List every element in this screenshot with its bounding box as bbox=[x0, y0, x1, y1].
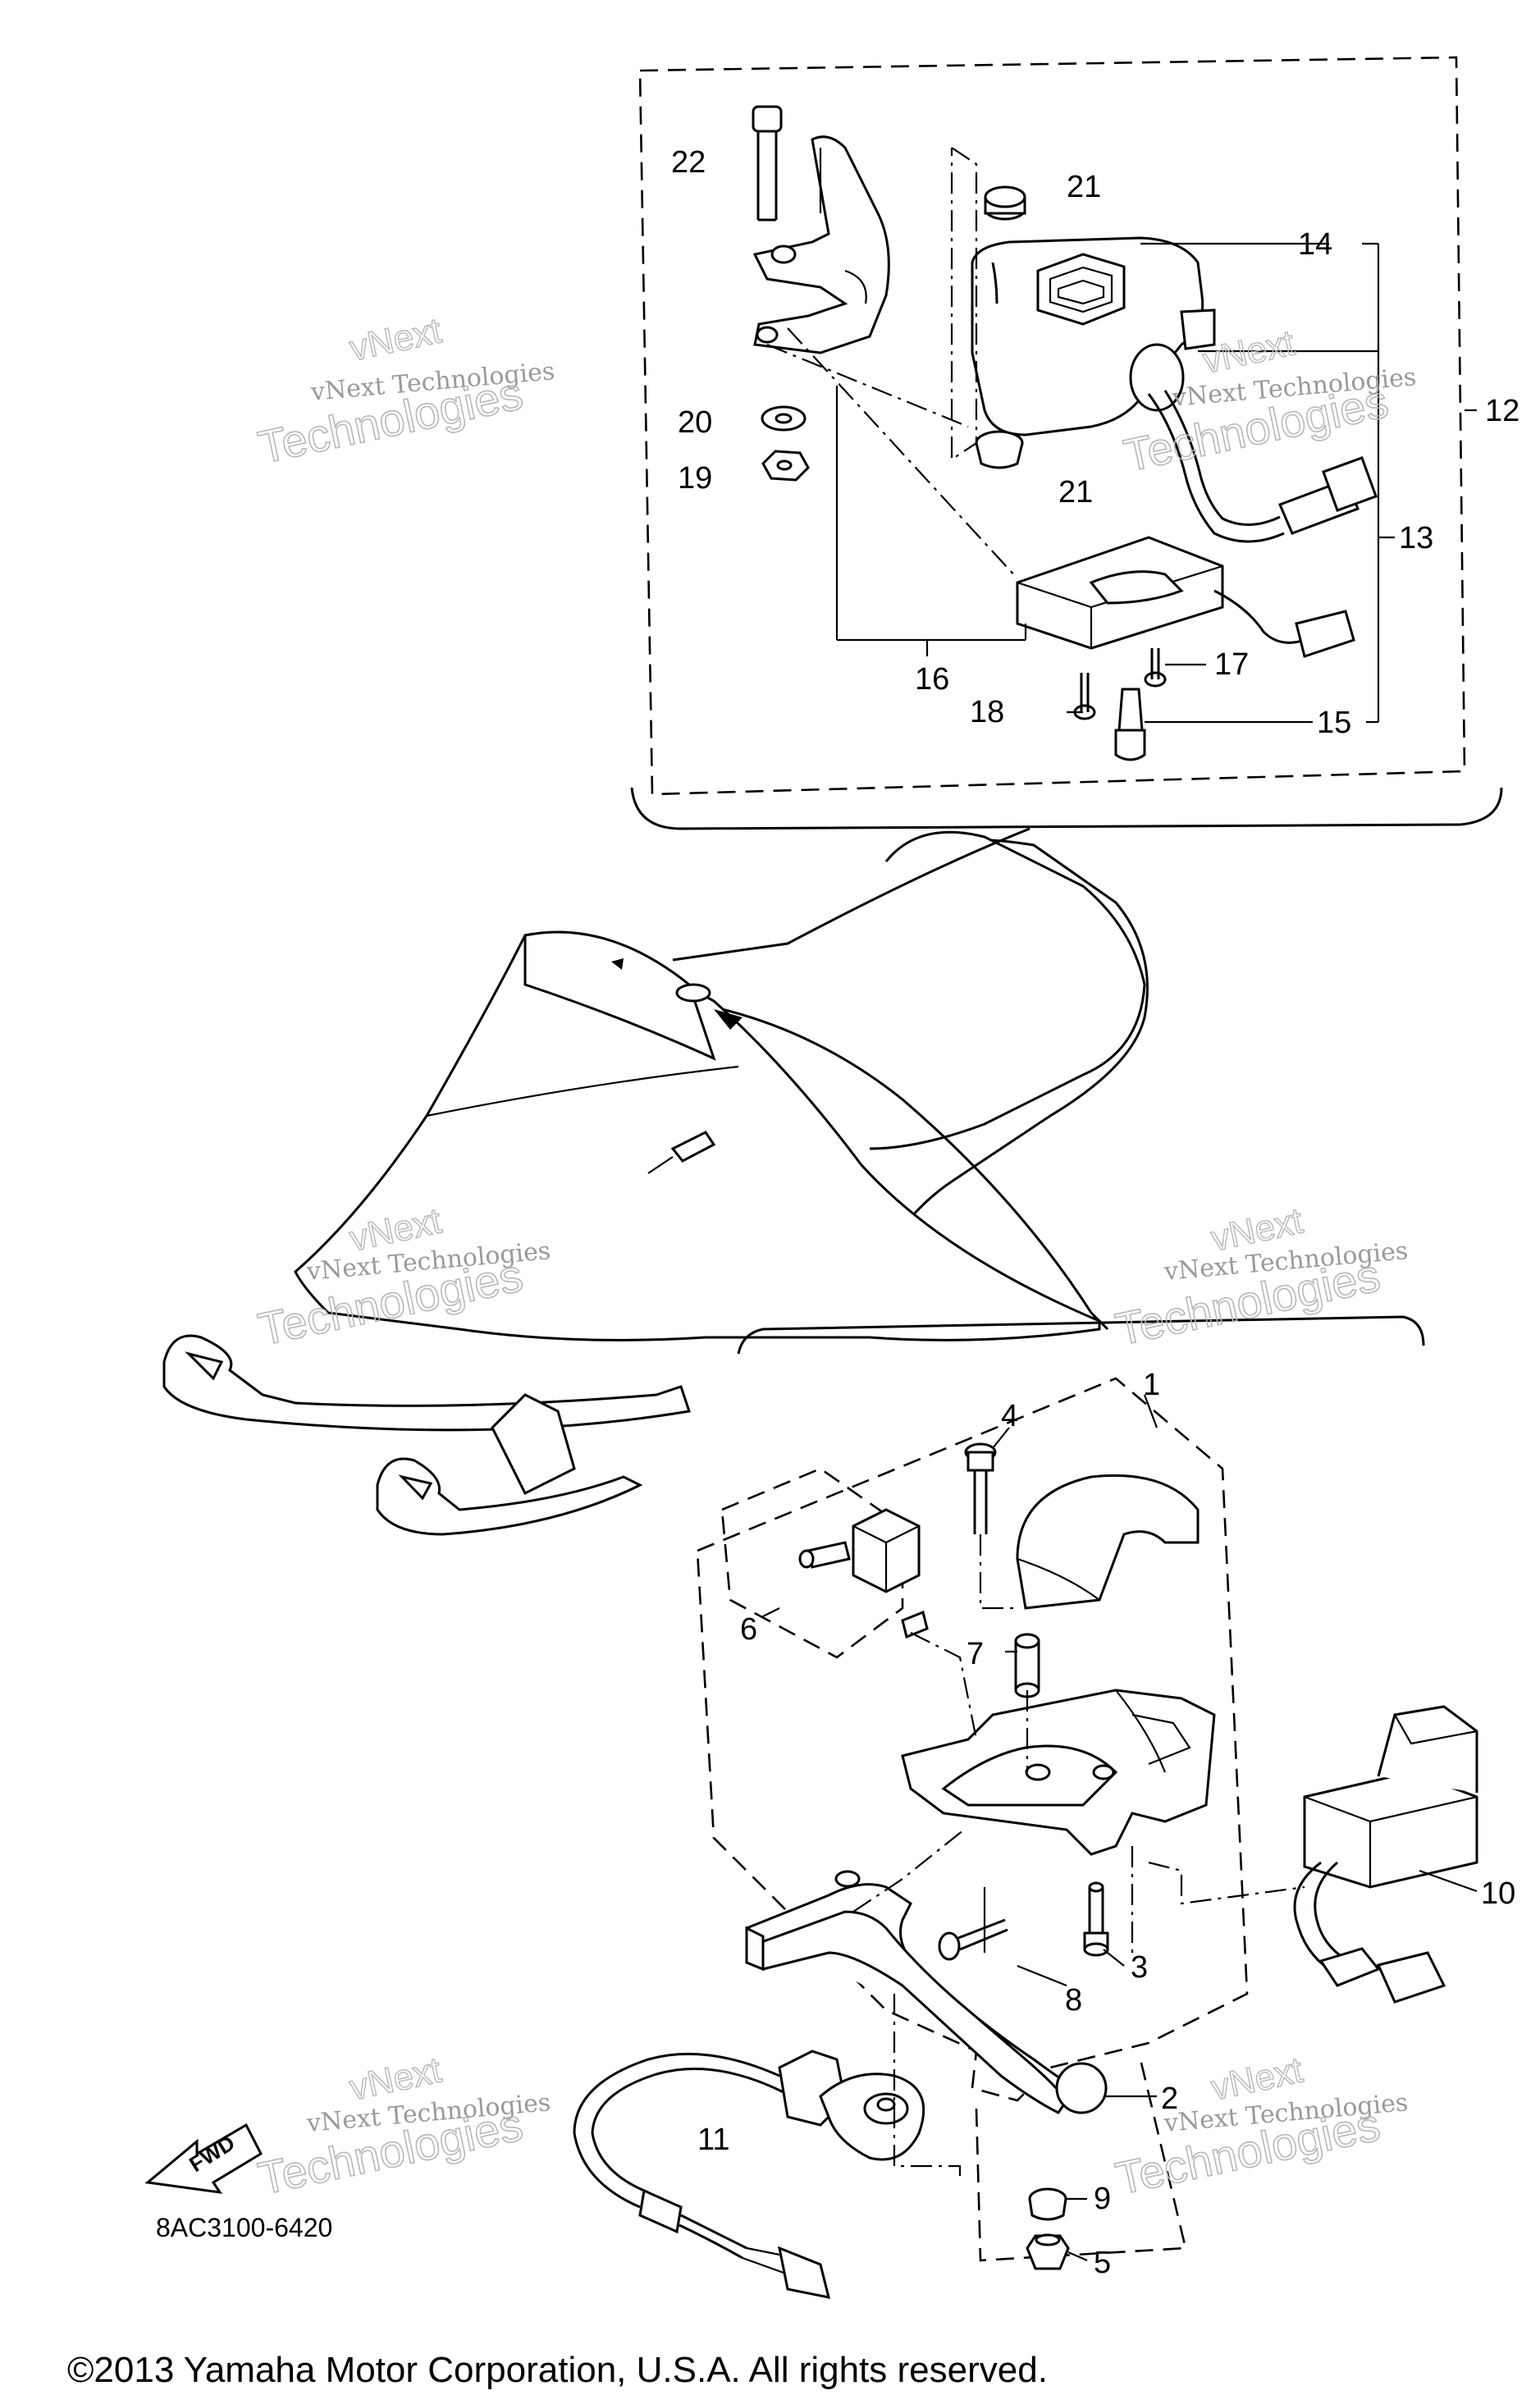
upper-assembly-leaders bbox=[766, 147, 1027, 656]
grommet-21-bottom bbox=[975, 430, 1024, 469]
grommet-21-top bbox=[984, 185, 1026, 221]
callout-13: 13 bbox=[1399, 521, 1433, 555]
washer-9 bbox=[1028, 2187, 1067, 2221]
copyright-notice: ©2013 Yamaha Motor Corporation, U.S.A. A… bbox=[67, 2350, 1048, 2390]
screw-4 bbox=[964, 1442, 997, 1534]
nut-19 bbox=[761, 450, 810, 482]
callout-8: 8 bbox=[1065, 1983, 1082, 2018]
watermark-bottom-left: vNext vNext Technologies Technologies bbox=[254, 2050, 552, 2205]
callout-18: 18 bbox=[970, 695, 1004, 729]
mounting-bracket bbox=[752, 135, 890, 354]
screw-15 bbox=[1114, 688, 1146, 761]
callout-6: 6 bbox=[740, 1612, 757, 1647]
callout-21-top: 21 bbox=[1067, 170, 1101, 204]
screw-17 bbox=[1144, 648, 1167, 688]
callout-labels: 22 21 14 12 20 19 21 13 16 17 18 15 1 4 … bbox=[671, 145, 1519, 2280]
screw-8 bbox=[938, 1918, 1008, 1961]
callout-17: 17 bbox=[1214, 647, 1249, 682]
callout-12: 12 bbox=[1485, 394, 1519, 428]
callout-14: 14 bbox=[1298, 227, 1332, 262]
lower-assembly-leaders bbox=[852, 1534, 1305, 2182]
switch-housing-14 bbox=[971, 236, 1216, 436]
switch-block-6 bbox=[798, 1508, 929, 1639]
callout-20: 20 bbox=[678, 405, 712, 440]
washer-20 bbox=[761, 405, 807, 432]
pin-7 bbox=[1014, 1633, 1040, 1698]
watermark-mid-right: vNext vNext Technologies Technologies bbox=[1111, 1200, 1410, 1356]
callout-22: 22 bbox=[671, 145, 706, 180]
callout-1: 1 bbox=[1143, 1368, 1160, 1402]
callout-5: 5 bbox=[1094, 2246, 1111, 2280]
callout-9: 9 bbox=[1094, 2182, 1111, 2216]
bolt-22 bbox=[752, 105, 783, 222]
callout-11: 11 bbox=[697, 2123, 729, 2157]
upper-assembly-frame bbox=[630, 56, 1503, 830]
switch-10 bbox=[1293, 1705, 1478, 2004]
lower-label-leaders bbox=[762, 1394, 1478, 2262]
callout-2: 2 bbox=[1161, 2082, 1178, 2116]
callout-4: 4 bbox=[1001, 1399, 1018, 1433]
diagram-code: 8AC3100-6420 bbox=[156, 2213, 332, 2242]
callout-7: 7 bbox=[966, 1637, 984, 1671]
callout-16: 16 bbox=[915, 662, 949, 697]
screw-3 bbox=[1083, 1881, 1109, 1957]
base-plate-16 bbox=[1016, 536, 1355, 658]
callout-10: 10 bbox=[1481, 1876, 1515, 1911]
watermark-top-left: vNext vNext Technologies Technologies bbox=[254, 310, 556, 474]
callout-3: 3 bbox=[1131, 1950, 1148, 1985]
wire-lead-13 bbox=[1147, 390, 1378, 543]
lever-housing bbox=[901, 1689, 1216, 1856]
lever-cover bbox=[1016, 1474, 1200, 1610]
svg-text:vNext: vNext bbox=[346, 310, 445, 368]
upper-label-leaders bbox=[1067, 242, 1477, 724]
callout-15: 15 bbox=[1317, 706, 1351, 740]
forward-direction-arrow: FWD bbox=[144, 2123, 263, 2194]
nut-5 bbox=[1026, 2233, 1070, 2270]
callout-19: 19 bbox=[678, 461, 712, 496]
sensor-11 bbox=[573, 2050, 925, 2299]
brake-lever-2 bbox=[745, 1870, 1108, 2114]
snowmobile-outline bbox=[162, 827, 1149, 1536]
callout-21-bottom: 21 bbox=[1058, 475, 1093, 510]
